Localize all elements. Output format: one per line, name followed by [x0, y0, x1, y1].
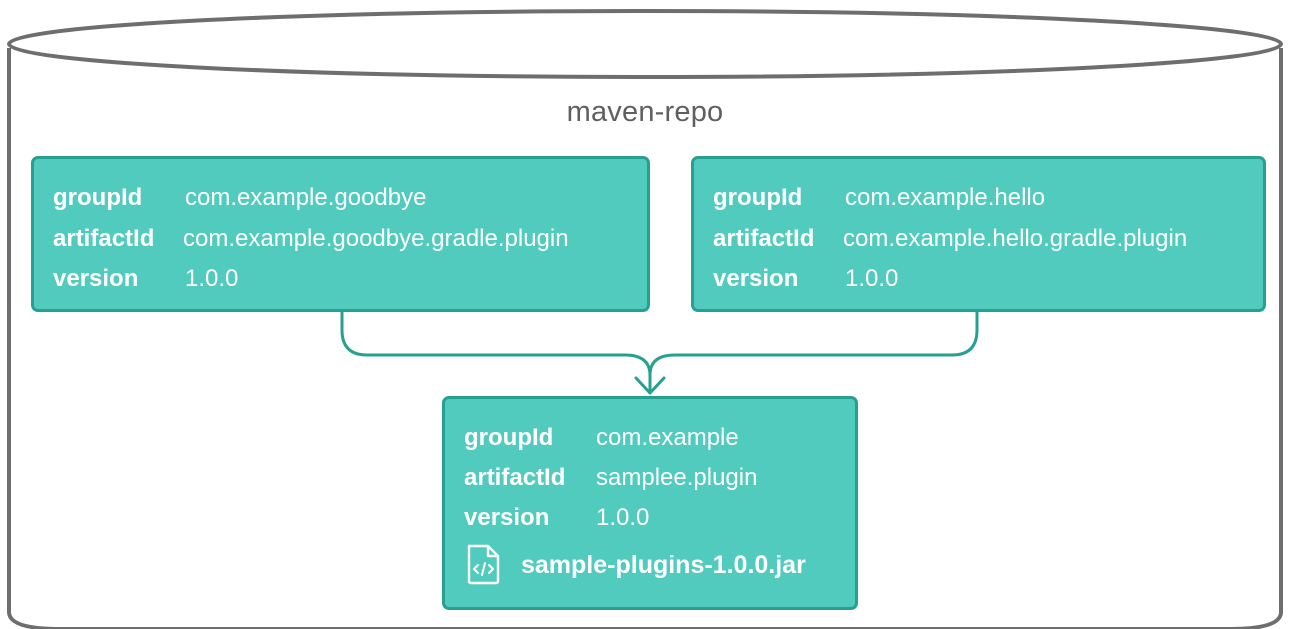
group-label: groupId	[713, 184, 803, 211]
version-label: version	[53, 265, 139, 292]
artifact-value: com.example.goodbye.gradle.plugin	[183, 225, 569, 252]
artifact-value: samplee.plugin	[596, 464, 758, 491]
version-value: 1.0.0	[596, 504, 650, 531]
version-label: version	[464, 504, 550, 531]
group-label: groupId	[53, 184, 143, 211]
artifact-box-goodbye: groupId com.example.goodbye artifactId c…	[31, 156, 650, 312]
artifact-label: artifactId	[464, 464, 566, 491]
group-value: com.example.hello	[845, 184, 1046, 211]
version-label: version	[713, 265, 799, 292]
group-value: com.example	[596, 424, 739, 451]
artifact-label: artifactId	[713, 225, 815, 252]
artifact-value: com.example.hello.gradle.plugin	[843, 225, 1188, 252]
artifact-box-hello: groupId com.example.hello artifactId com…	[691, 156, 1266, 312]
group-label: groupId	[464, 424, 554, 451]
artifact-box-sample-plugins: groupId com.example artifactId samplee.p…	[442, 396, 858, 610]
artifact-label: artifactId	[53, 225, 155, 252]
version-value: 1.0.0	[845, 265, 899, 292]
version-value: 1.0.0	[185, 265, 239, 292]
jar-file-name: sample-plugins-1.0.0.jar	[521, 551, 806, 579]
merge-connector	[340, 312, 979, 395]
group-value: com.example.goodbye	[185, 184, 427, 211]
code-file-icon	[467, 544, 500, 585]
repository-title: maven-repo	[566, 96, 724, 128]
